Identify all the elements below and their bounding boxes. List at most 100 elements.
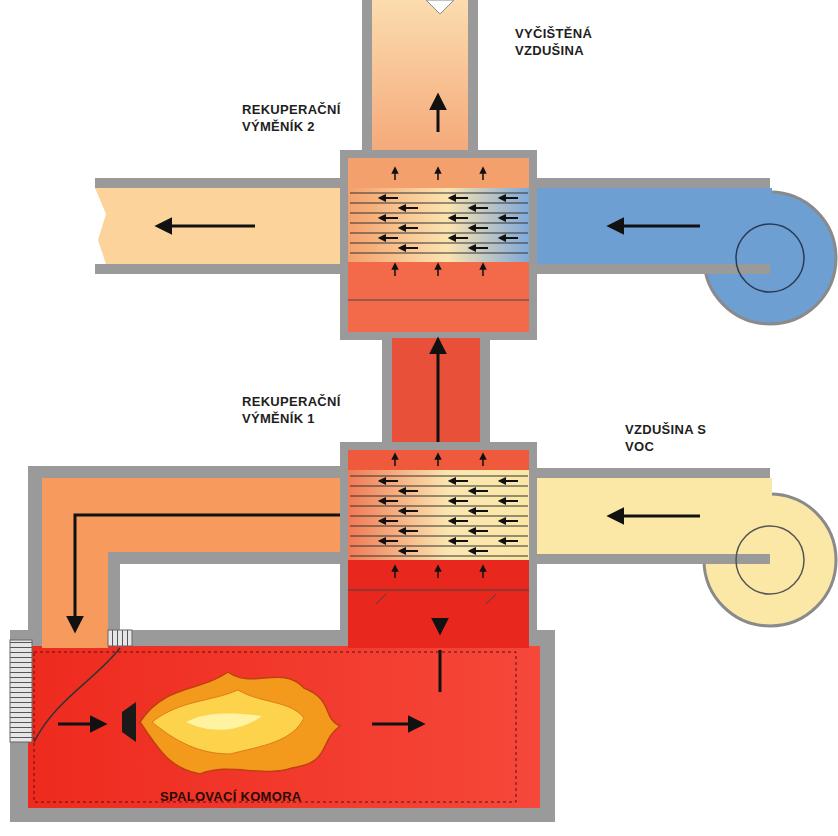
plate-flow-arrow [436,264,441,276]
flow-arrow [58,723,104,726]
flow-arrow [158,225,255,228]
heat-plate [350,506,528,507]
duct-wall [28,466,340,640]
hot-gas-outlet [348,628,529,648]
flow-label: VYČIŠTĚNÁ VZDUŠINA [515,26,635,60]
plate-flow-arrow [400,226,418,231]
heat-plate [350,526,528,527]
exchanger-label: REKUPERAČNÍ VÝMĚNÍK 1 [242,394,354,428]
plate-flow-arrow [436,168,441,180]
exchanger-chamber [348,262,529,332]
plate-flow-arrow [470,509,488,514]
plate-flow-arrow [450,519,468,524]
plate-flow-arrow [470,489,488,494]
exchanger-casing [340,150,537,340]
warm-air-duct [95,188,345,264]
flow-connector [439,630,442,632]
chamber-casing [10,630,555,822]
exchanger-plates [348,470,529,560]
heat-exchanger: REKUPERAČNÍ VÝMĚNÍK 2 [340,150,537,340]
plate-flow-arrow [393,264,398,276]
flow-arrow [372,723,422,726]
preheated-air-duct [42,478,340,640]
plate-flow-arrow [500,216,518,221]
duct-wall [362,0,478,152]
plate-flow-arrow [400,529,418,534]
preheated-air-inlet [42,628,108,648]
air-baffle [108,630,132,646]
plate-flow-arrow [450,479,468,484]
flame [140,672,340,774]
hot-gas-duct [392,338,480,444]
heat-plate [350,496,528,497]
plate-flow-arrow [470,529,488,534]
flow-arrow [437,96,440,132]
heat-plate [350,476,528,477]
plate-flow-arrow [470,549,488,554]
plate-edge [348,300,529,301]
plate-flow-arrow [500,499,518,504]
heat-plate [350,203,528,204]
chamber-label: SPALOVACÍ KOMORA [160,789,400,806]
plate-flow-arrow [380,499,398,504]
plate-flow-arrow [470,226,488,231]
heat-exchanger: REKUPERAČNÍ VÝMĚNÍK 1 [340,442,537,632]
plate-flow-arrow [380,479,398,484]
duct-break [95,188,106,264]
duct-wall [95,178,345,274]
duct-break [426,0,454,14]
plate-flow-arrow [500,479,518,484]
chamber-interior [28,646,540,808]
heat-plate [350,223,528,224]
heat-plate [350,193,528,194]
plate-flow-arrow [380,519,398,524]
air-guide [34,648,120,742]
flow-arrow [610,515,700,518]
plate-flow-arrow [436,454,441,466]
heat-plate [350,243,528,244]
exchanger-label: REKUPERAČNÍ VÝMĚNÍK 2 [242,102,354,136]
plate-flow-arrow [400,246,418,251]
flame-core [186,714,262,730]
flow-arrow [610,225,700,228]
combustion-chamber: SPALOVACÍ KOMORA [10,630,555,822]
heat-plate [350,516,528,517]
plate-flow-arrow [500,539,518,544]
plate-flow-arrow [400,489,418,494]
plate-flow-arrow [500,519,518,524]
heat-plate [350,556,528,557]
exchanger-chamber [348,158,529,188]
flow-arrow [439,650,442,692]
plate-flow-arrow [470,206,488,211]
plate-flow-arrow [400,206,418,211]
heat-plate [350,253,528,254]
plate-flow-arrow [481,168,486,180]
air-baffle [10,640,32,742]
plate-stack [350,168,528,276]
exchanger-plates [348,188,529,262]
voc-air-duct [535,478,772,554]
plate-flow-arrow [470,246,488,251]
heat-plate [350,486,528,487]
chamber-lining [34,652,516,802]
plate-flow-arrow [450,216,468,221]
flame-core [152,690,304,754]
heat-plate [350,536,528,537]
fan-wheel [736,224,804,292]
plate-flow-arrow [500,196,518,201]
plate-flow-arrow [393,566,398,578]
plate-flow-arrow [450,236,468,241]
plate-flow-arrow [393,168,398,180]
flow-connector [437,340,440,442]
heat-plate [350,213,528,214]
plate-flow-arrow [481,264,486,276]
plate-flow-arrow [450,539,468,544]
plate-flow-arrow [436,566,441,578]
exchanger-chamber [348,450,529,470]
plate-edge [376,594,386,604]
fan-wheel [736,526,804,594]
plate-flow-arrow [400,549,418,554]
